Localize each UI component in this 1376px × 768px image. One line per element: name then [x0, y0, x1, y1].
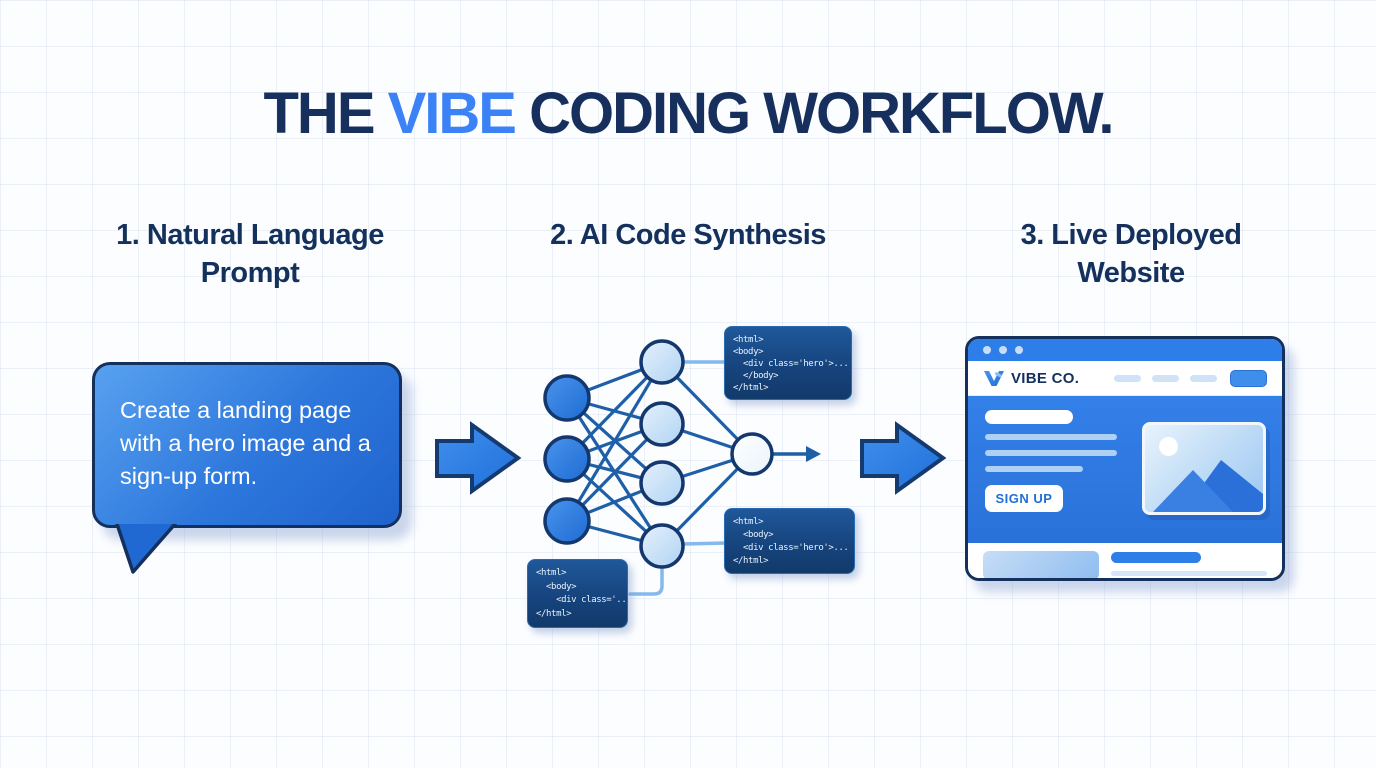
workflow-arrow-2-icon: [860, 421, 947, 495]
page-title: THE VIBE CODING WORKFLOW.: [0, 80, 1376, 147]
speech-bubble-tail-icon: [115, 524, 177, 574]
mountains-icon: [1145, 460, 1263, 512]
code-line: <div class='hero'>...: [733, 359, 849, 369]
code-line: <body>: [536, 581, 577, 592]
code-snippet-top-right: <html> <body> <div class='hero'>... </bo…: [724, 326, 852, 400]
hidden-node: [639, 460, 685, 506]
title-part1: THE: [263, 81, 388, 146]
footer-bar-placeholder: [1111, 552, 1201, 563]
footer-image-placeholder: [983, 551, 1099, 578]
title-highlight: VIBE: [387, 81, 517, 146]
workflow-arrow-1-icon: [435, 421, 522, 495]
input-node: [543, 435, 591, 483]
window-control-dot: [999, 346, 1007, 354]
browser-titlebar: [968, 339, 1282, 361]
brand-name: VIBE CO.: [1011, 369, 1080, 387]
hidden-node: [639, 523, 685, 569]
code-line: <body>: [733, 530, 774, 540]
code-line: <div class='...: [536, 595, 628, 605]
mock-nav-links: [1103, 369, 1267, 387]
network-nodes: [543, 339, 774, 569]
code-line: <html>: [536, 568, 567, 578]
code-line: <html>: [733, 335, 764, 345]
hidden-node: [639, 401, 685, 447]
code-line: <div class='hero'>...: [733, 543, 849, 553]
mock-footer-section: [968, 541, 1282, 578]
browser-window-mockup: VIBE CO. SIGN UP: [965, 336, 1285, 581]
hidden-node: [639, 339, 685, 385]
code-line: </body>: [733, 371, 779, 381]
code-snippet-bottom-left: <html> <body> <div class='... </html>: [527, 559, 628, 628]
code-line: </html>: [733, 556, 769, 566]
code-snippet-bottom-right: <html> <body> <div class='hero'>... </ht…: [724, 508, 855, 574]
prompt-speech-bubble: Create a landing page with a hero image …: [92, 362, 402, 528]
signup-button: SIGN UP: [985, 485, 1063, 512]
code-connector-lines: [628, 360, 728, 596]
input-node: [543, 374, 591, 422]
hero-text-line: [985, 466, 1083, 472]
window-control-dot: [983, 346, 991, 354]
nav-link-placeholder: [1190, 374, 1217, 382]
hero-heading-placeholder: [985, 410, 1073, 424]
footer-text-line: [1111, 571, 1267, 576]
hero-text-line: [985, 434, 1117, 440]
output-arrow-icon: [772, 446, 821, 462]
vibe-logo-icon: [984, 370, 1004, 386]
neural-network-icon: [543, 339, 821, 596]
title-part2: CODING WORKFLOW.: [515, 81, 1114, 146]
nav-link-placeholder: [1152, 374, 1179, 382]
nav-button-placeholder: [1230, 369, 1267, 387]
step3-heading: 3. Live Deployed Website: [1020, 219, 1242, 289]
code-line: </html>: [733, 383, 769, 393]
step2-heading: 2. AI Code Synthesis: [550, 219, 826, 251]
output-node: [730, 432, 774, 476]
input-node: [543, 497, 591, 545]
window-control-dot: [1015, 346, 1023, 354]
step1-heading: 1. Natural Language Prompt: [116, 219, 384, 289]
hero-image-placeholder: [1142, 422, 1266, 515]
code-line: <body>: [733, 347, 764, 357]
prompt-text: Create a landing page with a hero image …: [120, 397, 371, 489]
mock-hero-section: SIGN UP: [968, 396, 1282, 541]
nav-link-placeholder: [1114, 374, 1141, 382]
sun-icon: [1159, 437, 1178, 456]
hero-text-line: [985, 450, 1117, 456]
mock-navbar: VIBE CO.: [968, 361, 1282, 396]
code-line: <html>: [733, 517, 764, 527]
code-line: </html>: [536, 608, 572, 619]
